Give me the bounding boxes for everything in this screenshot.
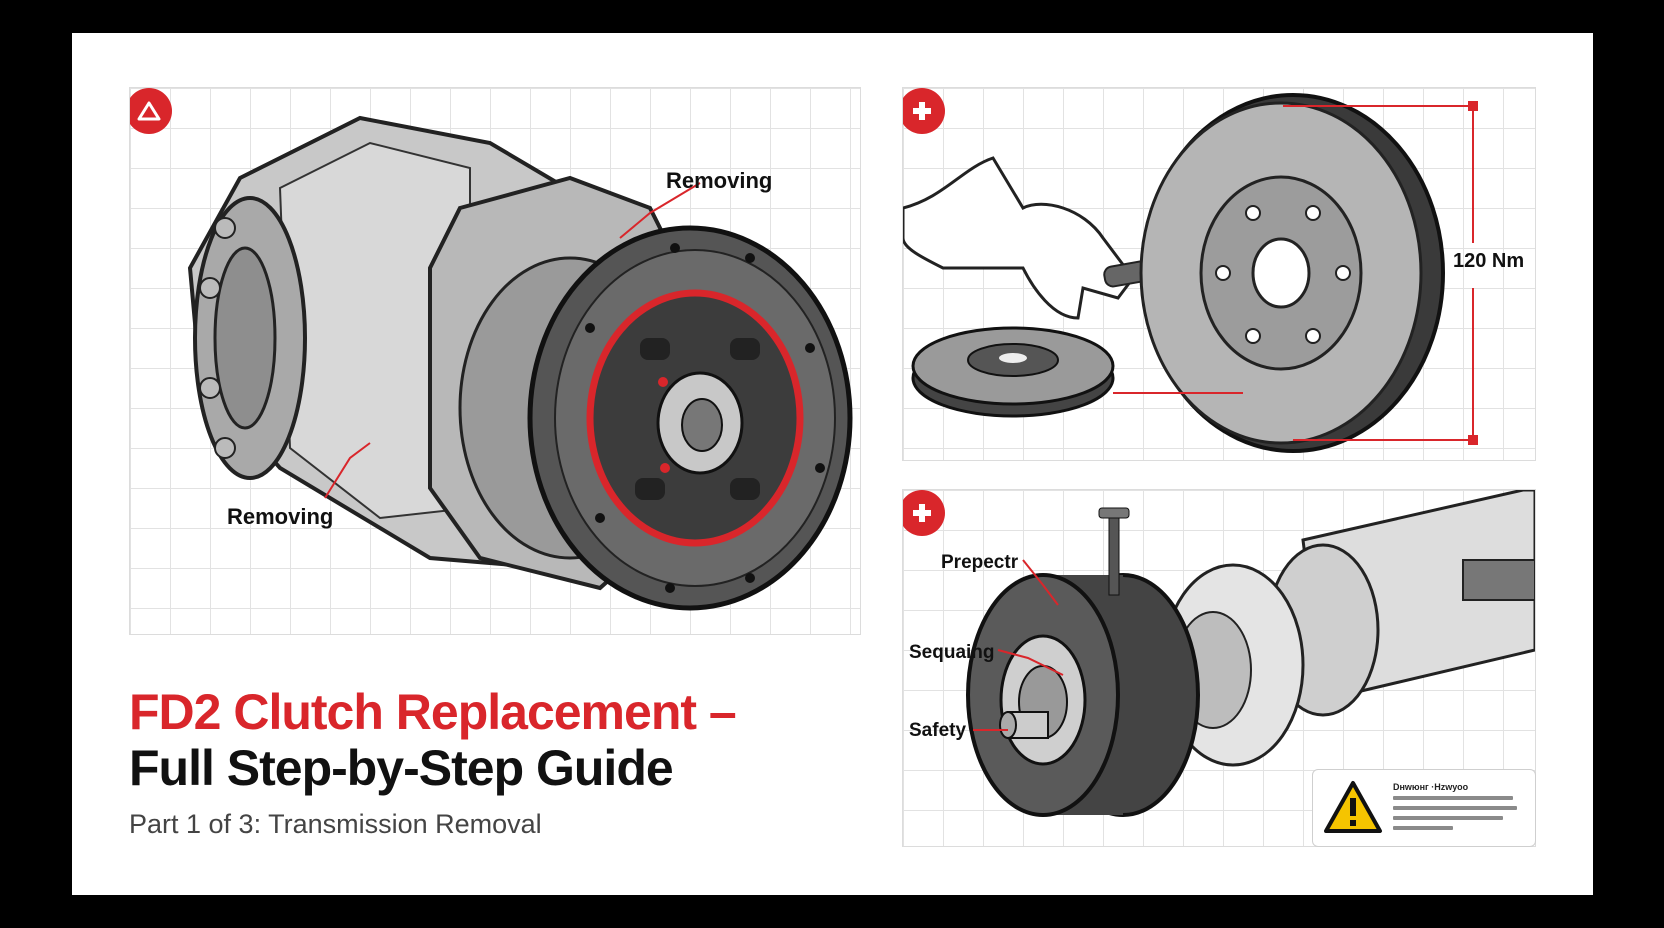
transmission-clutch-drawing	[187, 115, 853, 611]
rotor-torque-drawing	[903, 93, 1478, 453]
rotor-torque-panel: 120 Nm	[902, 87, 1536, 461]
warning-note-box: Dнwюнг ·Нzwуоо	[1312, 769, 1536, 847]
removing-callout-bottom: Removing	[227, 504, 334, 529]
warning-text-line	[1393, 816, 1503, 820]
plus-icon	[903, 88, 945, 134]
hub-assembly-drawing	[966, 490, 1535, 817]
sequaing-callout: Sequaing	[909, 642, 995, 663]
safety-callout: Safety	[909, 720, 967, 741]
torque-label: 120 Nm	[1453, 250, 1525, 272]
warning-triangle-icon	[1324, 781, 1382, 833]
guide-title-line-1: FD2 Clutch Replacement –	[129, 684, 737, 740]
guide-title-line-2: Full Step-by-Step Guide	[129, 740, 674, 796]
transmission-illustration-panel: Removing Removing	[129, 87, 861, 635]
guide-subtitle: Part 1 of 3: Transmission Removal	[129, 809, 542, 839]
warning-title: Dнwюнг ·Нzwуоо	[1393, 782, 1469, 792]
warning-text-line	[1393, 806, 1517, 810]
plus-icon	[903, 490, 945, 536]
hub-assembly-panel: Prepectr Sequaing Safety	[902, 489, 1536, 847]
guide-card: Removing Removing	[72, 33, 1593, 895]
warning-text-line	[1393, 796, 1513, 800]
prepectr-callout: Prepectr	[941, 552, 1019, 573]
warning-text-line	[1393, 826, 1453, 830]
warning-triangle-icon	[130, 88, 172, 134]
removing-callout-top: Removing	[666, 168, 773, 193]
